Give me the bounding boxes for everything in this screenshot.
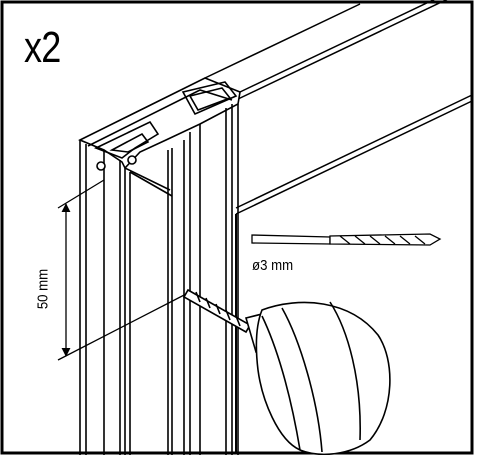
- power-drill-icon: [182, 288, 391, 455]
- dimension-label: 50 mm: [34, 268, 52, 310]
- dimension-arrow-icon: [57, 179, 191, 361]
- wall-profile-icon: [78, 77, 241, 455]
- drill-bit-size-label: ø3 mm: [252, 257, 294, 274]
- wall-icon: [204, 0, 473, 453]
- drill-bit-icon: [251, 233, 442, 246]
- quantity-label: x2: [24, 23, 61, 72]
